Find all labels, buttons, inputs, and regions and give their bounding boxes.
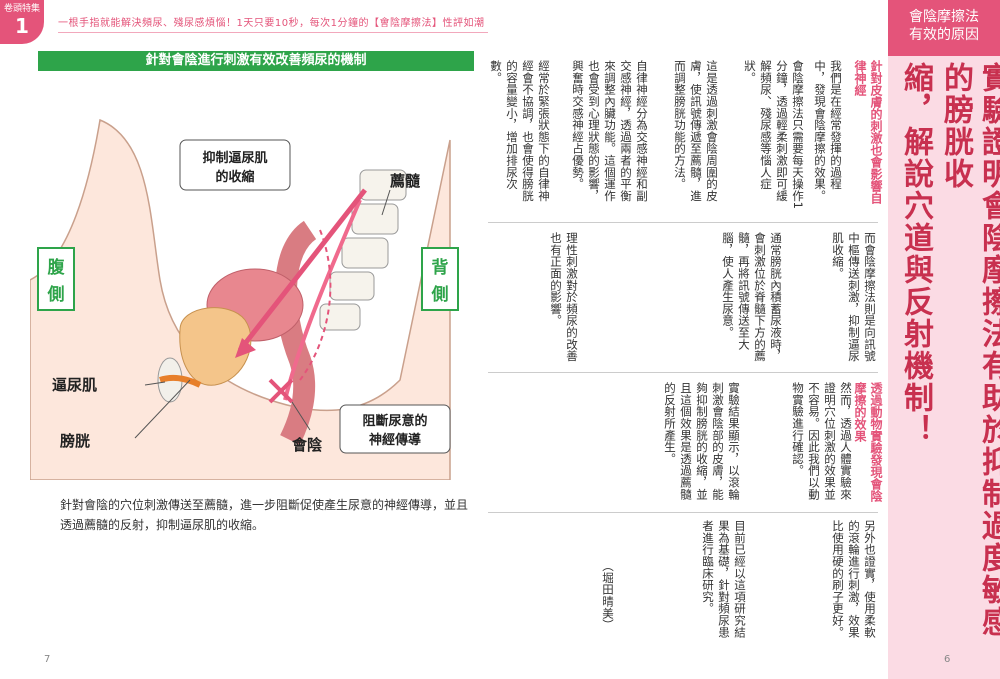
body-column-e: 經常於緊張狀態下的自律神經會不協調，也會使得膀胱的容量變小，增加排尿次數。 bbox=[489, 60, 551, 202]
leader-bladder bbox=[134, 379, 191, 439]
label-perineum: 會陰 bbox=[292, 436, 323, 454]
label-inhibit-1: 抑制逼尿肌 bbox=[202, 150, 267, 166]
label-block-2: 神經傳導 bbox=[369, 432, 421, 448]
feature-title-column-1: 實驗證明會陰摩擦法有助於抑制過度敏感的膀胱收 bbox=[938, 62, 1000, 638]
leader-sacrum bbox=[381, 189, 391, 216]
leader-detrusor bbox=[144, 381, 166, 386]
label-block-1: 阻斷尿意的 bbox=[362, 413, 427, 429]
bladder-shape bbox=[179, 307, 252, 386]
body-column-k: 另外也證實，使用柔軟的滾輪進行刺激，效果比使用硬的刷子更好。 bbox=[831, 520, 877, 638]
front-side-box bbox=[37, 247, 75, 311]
page-number-right: 6 bbox=[944, 654, 951, 665]
figure-caption: 針對會陰的穴位刺激傳送至薦髓，進一步阻斷促使產生尿意的神經傳導，並且透過薦髓的反… bbox=[60, 498, 469, 532]
page-number-left: 7 bbox=[44, 654, 51, 665]
label-detrusor: 逼尿肌 bbox=[52, 376, 97, 394]
column-divider-3 bbox=[488, 512, 878, 513]
body-column-b: 會陰摩擦法只需要每天操作1分鐘，透過輕柔刺激即可緩解頻尿、殘尿感等惱人症狀。 bbox=[743, 60, 805, 210]
body-column-h: 理性刺激對於頻尿的改善也有正面的影響。 bbox=[549, 232, 579, 362]
back-side-box bbox=[421, 247, 459, 311]
body-column-c: 這是透過刺激會陰周圍的皮膚，使訊號傳遞至薦髓，進而調整膀胱功能的方法。 bbox=[673, 60, 719, 202]
block-x-icon bbox=[268, 378, 294, 404]
leader-perineum bbox=[291, 401, 311, 431]
body-column-i: 然而，透過人體實驗來證明穴位刺激的效果並不容易。因此我們以動物實驗進行確認。 bbox=[791, 382, 853, 500]
label-back-1: 背 bbox=[432, 257, 449, 278]
chapter-badge-label: 卷頭特集 bbox=[3, 4, 40, 14]
body-column-d: 自律神經分為交感神經和副交感神經，透過兩者的平衡來調整內臟功能。這個運作也會受到… bbox=[571, 60, 649, 202]
label-bladder: 膀胱 bbox=[60, 432, 90, 450]
nerve-path bbox=[283, 199, 362, 401]
column-divider-1 bbox=[488, 222, 878, 223]
sidebar-panel bbox=[888, 0, 1000, 679]
chapter-badge: 卷頭特集 1 bbox=[0, 0, 44, 44]
reflex-arrow bbox=[238, 188, 367, 352]
sidebar-header: 會陰摩擦法 有效的原因 bbox=[888, 0, 1000, 56]
body-column-f: 通常膀胱內積蓄尿液時，會刺激位於脊髓下方的薦髓，再將訊號傳送至大腦，使人產生尿意… bbox=[721, 232, 783, 362]
chapter-badge-number: 1 bbox=[15, 14, 29, 38]
feature-title-column-2: 縮，解說穴道與反射機制！ bbox=[898, 62, 933, 446]
column-divider-2 bbox=[488, 372, 878, 373]
body-column-j: 實驗結果顯示，以滾輪刺激會陰部的皮膚，能夠抑制膀胱的收縮，並且這個效果是透過薦髓… bbox=[663, 382, 741, 500]
sidebar-header-line2: 有效的原因 bbox=[909, 27, 979, 43]
label-front-2: 側 bbox=[47, 284, 65, 305]
label-sacrum: 薦髓 bbox=[390, 172, 421, 190]
section-heading-1: 針對皮膚的刺激也會影響自律神經 bbox=[853, 60, 883, 204]
block-label-box bbox=[339, 404, 451, 454]
body-column-a: 我們是在經常發揮的過程中，發現會陰摩擦的效果。 bbox=[813, 60, 843, 202]
label-inhibit-2: 的收縮 bbox=[215, 169, 254, 185]
running-header: 一根手指就能解決頻尿、殘尿感煩惱！1天只要10秒，每次1分鐘的【會陰摩擦法】性評… bbox=[58, 18, 485, 29]
section-heading-2: 透過動物實驗發現會陰摩擦的效果 bbox=[853, 382, 883, 502]
sidebar-header-line1: 會陰摩擦法 bbox=[909, 9, 979, 25]
body-column-l: 目前已經以這項研究結果為基礎，針對頻尿患者進行臨床研究。 bbox=[701, 520, 747, 638]
detrusor-muscle bbox=[159, 374, 202, 388]
signal-dashed-path bbox=[299, 229, 332, 381]
spine-vertebrae bbox=[319, 169, 407, 331]
author-signature: （堀田晴美） bbox=[601, 560, 615, 631]
label-back-2: 側 bbox=[431, 284, 449, 305]
header-divider bbox=[58, 32, 488, 33]
inhibit-label-box bbox=[179, 139, 291, 191]
figure-banner: 針對會陰進行刺激有效改善頻尿的機制 bbox=[38, 51, 474, 71]
body-column-g: 而會陰摩擦法則是向訊號中樞傳送刺激，抑制逼尿肌收縮。 bbox=[831, 232, 877, 362]
reflex-arrowhead bbox=[235, 338, 256, 358]
pelvis-cross-section-illustration: 薦髓 抑制逼尿肌 的收縮 腹 側 背 側 逼尿肌 膀胱 阻斷尿意的 神經傳導 會… bbox=[30, 118, 459, 480]
label-front-1: 腹 bbox=[48, 257, 66, 278]
